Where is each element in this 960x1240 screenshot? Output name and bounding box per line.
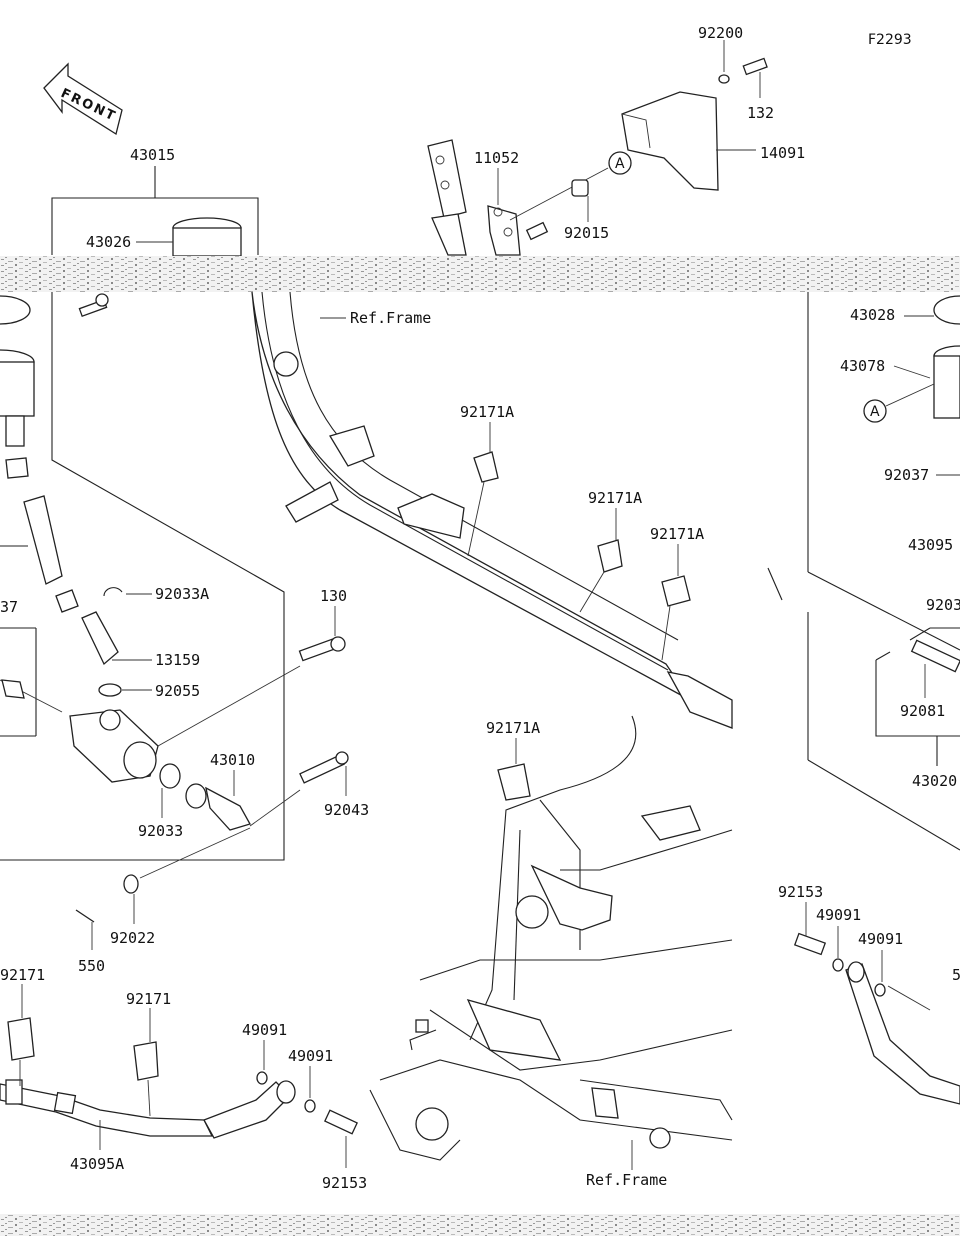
part-label-92037-right[interactable]: 92037	[884, 466, 929, 484]
bolt-small-upper	[525, 221, 549, 241]
part-label-43010[interactable]: 43010	[210, 751, 255, 769]
part-label-5[interactable]: 5	[952, 966, 960, 984]
part-label-92153-right[interactable]: 92153	[778, 883, 823, 901]
part-label-11052[interactable]: 11052	[474, 149, 519, 167]
part-label-92015[interactable]: 92015	[564, 224, 609, 242]
part-label-550[interactable]: 550	[78, 957, 105, 975]
group-bracket-43015	[51, 166, 259, 255]
brake-hose-43095A	[0, 1079, 296, 1150]
part-label-92171A-1[interactable]: 92171A	[460, 403, 514, 421]
bolt-130	[157, 606, 346, 747]
pushrod-43010	[185, 770, 251, 831]
bolt-upper-left	[78, 293, 109, 318]
part-label-92055[interactable]: 92055	[155, 682, 200, 700]
part-label-92033A[interactable]: 92033A	[155, 585, 209, 603]
part-label-49091-4[interactable]: 49091	[858, 930, 903, 948]
reservoir-right	[885, 295, 960, 419]
part-label-92171A-4[interactable]: 92171A	[486, 719, 540, 737]
oring-92055	[98, 683, 122, 697]
reservoir-cap-43026	[136, 217, 242, 257]
part-label-43020[interactable]: 43020	[912, 772, 957, 790]
clamp-92171A-4	[497, 738, 531, 801]
clamp-92171-1	[7, 984, 35, 1086]
part-label-92022[interactable]: 92022	[110, 929, 155, 947]
part-label-49091-3[interactable]: 49091	[816, 906, 861, 924]
part-label-92043[interactable]: 92043	[324, 801, 369, 819]
bolt-132	[742, 57, 768, 98]
part-label-37[interactable]: 37	[0, 598, 18, 616]
svg-text:A: A	[870, 404, 880, 420]
clamp-92171A-2	[579, 508, 623, 613]
part-label-43095A[interactable]: 43095A	[70, 1155, 124, 1173]
collar-92015	[571, 179, 589, 222]
washer-49091-1	[256, 1071, 268, 1085]
part-label-92171A-2[interactable]: 92171A	[588, 489, 642, 507]
ring-92033	[159, 763, 181, 789]
part-label-92153-left[interactable]: 92153	[322, 1174, 367, 1192]
cover-14091	[621, 91, 756, 191]
part-label-43095-right[interactable]: 43095	[908, 536, 953, 554]
part-label-43028[interactable]: 43028	[850, 306, 895, 324]
part-label-14091[interactable]: 14091	[760, 144, 805, 162]
pin-92043	[139, 751, 349, 879]
washer-49091-2	[304, 1099, 316, 1113]
fitting-13159	[81, 611, 152, 666]
washer-92200	[718, 74, 730, 84]
part-label-49091-2[interactable]: 49091	[288, 1047, 333, 1065]
clamp-92171A-1	[467, 422, 499, 557]
washer-49091-4	[874, 983, 886, 997]
part-label-43026[interactable]: 43026	[86, 233, 131, 251]
brake-hose-right	[845, 961, 960, 1105]
ref-frame-label-lower: Ref.Frame	[586, 1171, 667, 1189]
clamp-92171-2	[133, 1008, 159, 1117]
ref-frame-label-upper: Ref.Frame	[350, 309, 431, 327]
figure-code: F2293	[868, 32, 912, 48]
clamp-left-37	[55, 589, 79, 613]
cotter-pin-550	[75, 909, 95, 923]
clamp-92171A-3	[661, 544, 691, 661]
bracket-11052	[487, 168, 521, 256]
part-label-130[interactable]: 130	[320, 587, 347, 605]
svg-text:A: A	[615, 156, 625, 172]
frame-tube-main	[251, 291, 733, 729]
group-bracket-left	[0, 292, 285, 861]
part-label-43078[interactable]: 43078	[840, 357, 885, 375]
clip-92033A	[103, 587, 152, 597]
part-label-92200[interactable]: 92200	[698, 24, 743, 42]
part-label-92081[interactable]: 92081	[900, 702, 945, 720]
circle-a-callout-icon	[608, 151, 632, 175]
master-cylinder-body	[0, 679, 159, 783]
banjo-bolt-92153-right	[793, 902, 827, 956]
part-label-92033[interactable]: 92033	[138, 822, 183, 840]
part-label-92171-2[interactable]: 92171	[126, 990, 171, 1008]
scan-noise-bottom	[0, 1214, 960, 1236]
banjo-bolt-92153-left	[324, 1109, 358, 1168]
part-label-92171A-3[interactable]: 92171A	[650, 525, 704, 543]
circle-a-callout-right-icon	[863, 399, 887, 423]
hose-left	[23, 495, 63, 585]
part-label-13159[interactable]: 13159	[155, 651, 200, 669]
group-bracket-43020	[875, 627, 960, 766]
part-label-92171-1[interactable]: 92171	[0, 966, 45, 984]
part-label-9203-right[interactable]: 9203	[926, 596, 960, 614]
frame-lower-structure	[369, 715, 733, 1161]
washer-49091-3	[832, 958, 844, 972]
front-arrow-icon: FRONT	[43, 62, 123, 136]
washer-92022	[123, 874, 139, 894]
scan-noise-band	[0, 256, 960, 292]
frame-post	[427, 139, 467, 256]
part-label-132[interactable]: 132	[747, 104, 774, 122]
part-label-43015[interactable]: 43015	[130, 146, 175, 164]
reservoir-left	[0, 295, 35, 479]
part-label-49091-1[interactable]: 49091	[242, 1021, 287, 1039]
